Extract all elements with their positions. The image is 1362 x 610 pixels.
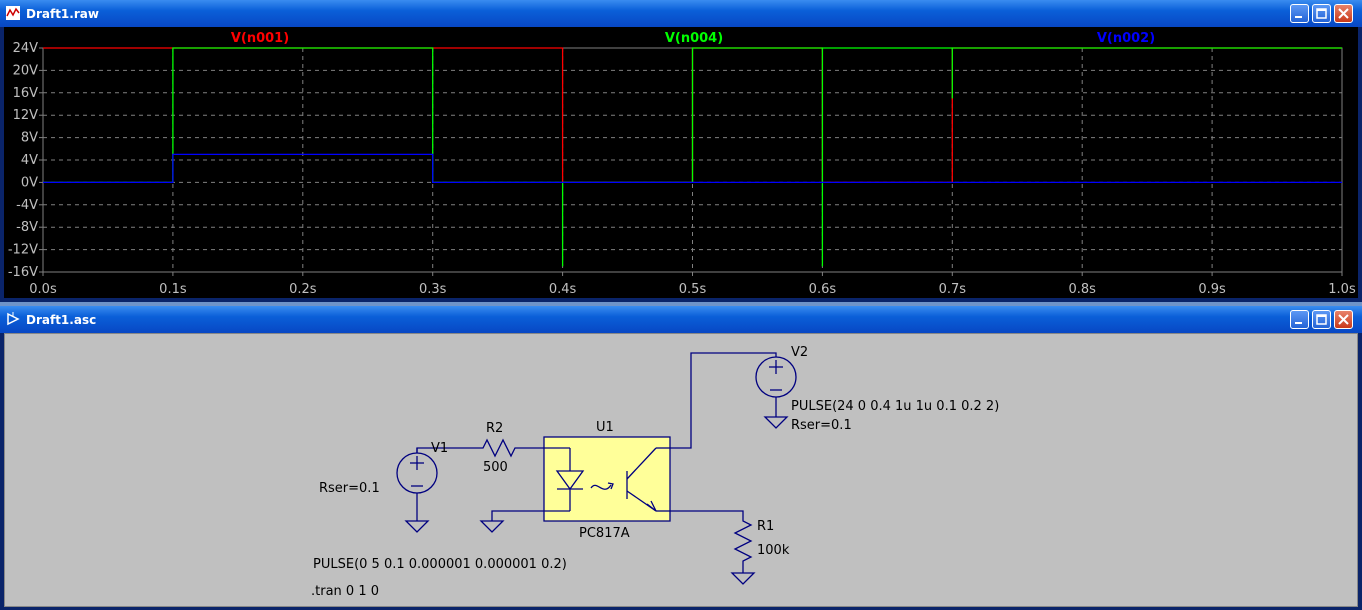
- x-tick-label: 0.3s: [419, 282, 447, 297]
- x-tick-label: 0.4s: [549, 282, 577, 297]
- asc-maximize-button[interactable]: [1312, 310, 1331, 329]
- schematic-app-icon: [7, 312, 20, 326]
- y-tick-label: 16V: [13, 86, 39, 101]
- raw-window-title: Draft1.raw: [26, 7, 99, 21]
- v1-voltage-source[interactable]: [396, 448, 438, 521]
- ground-u1: [479, 520, 505, 533]
- tran-directive: .tran 0 1 0: [311, 584, 379, 599]
- v2-label: V2: [791, 345, 808, 360]
- r1-value-label: 100k: [757, 543, 790, 558]
- v2-value-label: PULSE(24 0 0.4 1u 1u 0.1 0.2 2): [791, 399, 999, 414]
- trace-vn004: [43, 47, 1342, 267]
- maximize-button[interactable]: [1312, 4, 1331, 23]
- x-tick-label: 1.0s: [1328, 282, 1356, 297]
- r1-resistor: [733, 517, 753, 573]
- legend-label: V(n004): [665, 31, 723, 46]
- wire-u1-v2: [670, 352, 777, 449]
- minimize-icon: [1295, 16, 1302, 18]
- ground-r1: [730, 572, 756, 585]
- raw-window-titlebar[interactable]: Draft1.raw: [0, 0, 1362, 27]
- v1-label: V1: [431, 441, 448, 456]
- u1-part-label: PC817A: [579, 526, 630, 541]
- maximize-icon: [1316, 8, 1327, 19]
- y-tick-label: -4V: [16, 198, 38, 213]
- r2-resistor: [471, 438, 544, 458]
- minimize-button[interactable]: [1290, 4, 1309, 23]
- schematic-canvas[interactable]: V1 Rser=0.1 PULSE(0 5 0.1 0.000001 0.000…: [4, 333, 1358, 607]
- waveform-chart[interactable]: 0.0s 0.1s 0.2s 0.3s 0.4s 0.5s 0.6s 0.7s 0.8s 0.9s…: [4, 27, 1358, 298]
- r1-label: R1: [757, 519, 774, 534]
- close-icon: [1338, 8, 1349, 19]
- ground-v2: [763, 416, 789, 429]
- u1-optocoupler[interactable]: [543, 436, 671, 522]
- legend-label: V(n002): [1097, 31, 1155, 46]
- y-tick-label: 0V: [21, 175, 38, 190]
- x-tick-label: 0.9s: [1198, 282, 1226, 297]
- v1-value-label: PULSE(0 5 0.1 0.000001 0.000001 0.2): [313, 557, 567, 572]
- y-tick-label: 20V: [13, 63, 39, 78]
- close-button[interactable]: [1334, 4, 1353, 23]
- y-tick-label: -12V: [8, 243, 38, 258]
- y-tick-label: 4V: [21, 153, 38, 168]
- y-tick-label: 12V: [13, 108, 39, 123]
- wire-u1-ground: [491, 510, 544, 521]
- asc-window-title: Draft1.asc: [26, 313, 97, 327]
- schematic-drawing[interactable]: V1 Rser=0.1 PULSE(0 5 0.1 0.000001 0.000…: [5, 334, 1357, 606]
- waveform-app-icon: [6, 6, 20, 20]
- x-tick-label: 0.2s: [289, 282, 317, 297]
- y-tick-label: -8V: [16, 220, 38, 235]
- x-tick-label: 0.7s: [939, 282, 967, 297]
- asc-close-button[interactable]: [1334, 310, 1353, 329]
- x-tick-label: 0.0s: [29, 282, 57, 297]
- y-tick-label: 24V: [13, 41, 39, 56]
- x-tick-label: 0.6s: [809, 282, 837, 297]
- x-tick-label: 0.1s: [159, 282, 187, 297]
- x-tick-label: 0.8s: [1068, 282, 1096, 297]
- ground-v1: [404, 520, 430, 533]
- v2-voltage-source[interactable]: [755, 356, 797, 417]
- x-tick-label: 0.5s: [679, 282, 707, 297]
- r2-label: R2: [486, 421, 503, 436]
- wire-u1-r1: [670, 510, 744, 517]
- asc-minimize-button[interactable]: [1290, 310, 1309, 329]
- trace-vn002: [43, 153, 1342, 184]
- maximize-icon: [1316, 314, 1327, 325]
- v1-rser-label: Rser=0.1: [319, 481, 380, 496]
- minimize-icon: [1295, 322, 1302, 324]
- r2-value-label: 500: [483, 460, 508, 475]
- asc-window-titlebar[interactable]: Draft1.asc: [0, 306, 1362, 333]
- waveform-plot-area[interactable]: 0.0s 0.1s 0.2s 0.3s 0.4s 0.5s 0.6s 0.7s 0.8s 0.9s…: [4, 27, 1358, 298]
- v2-rser-label: Rser=0.1: [791, 418, 852, 433]
- wire-v1-r2: [416, 447, 471, 453]
- y-tick-label: 8V: [21, 131, 38, 146]
- u1-label: U1: [596, 420, 614, 435]
- y-tick-label: -16V: [8, 265, 38, 280]
- legend-label: V(n001): [231, 31, 289, 46]
- close-icon: [1338, 314, 1349, 325]
